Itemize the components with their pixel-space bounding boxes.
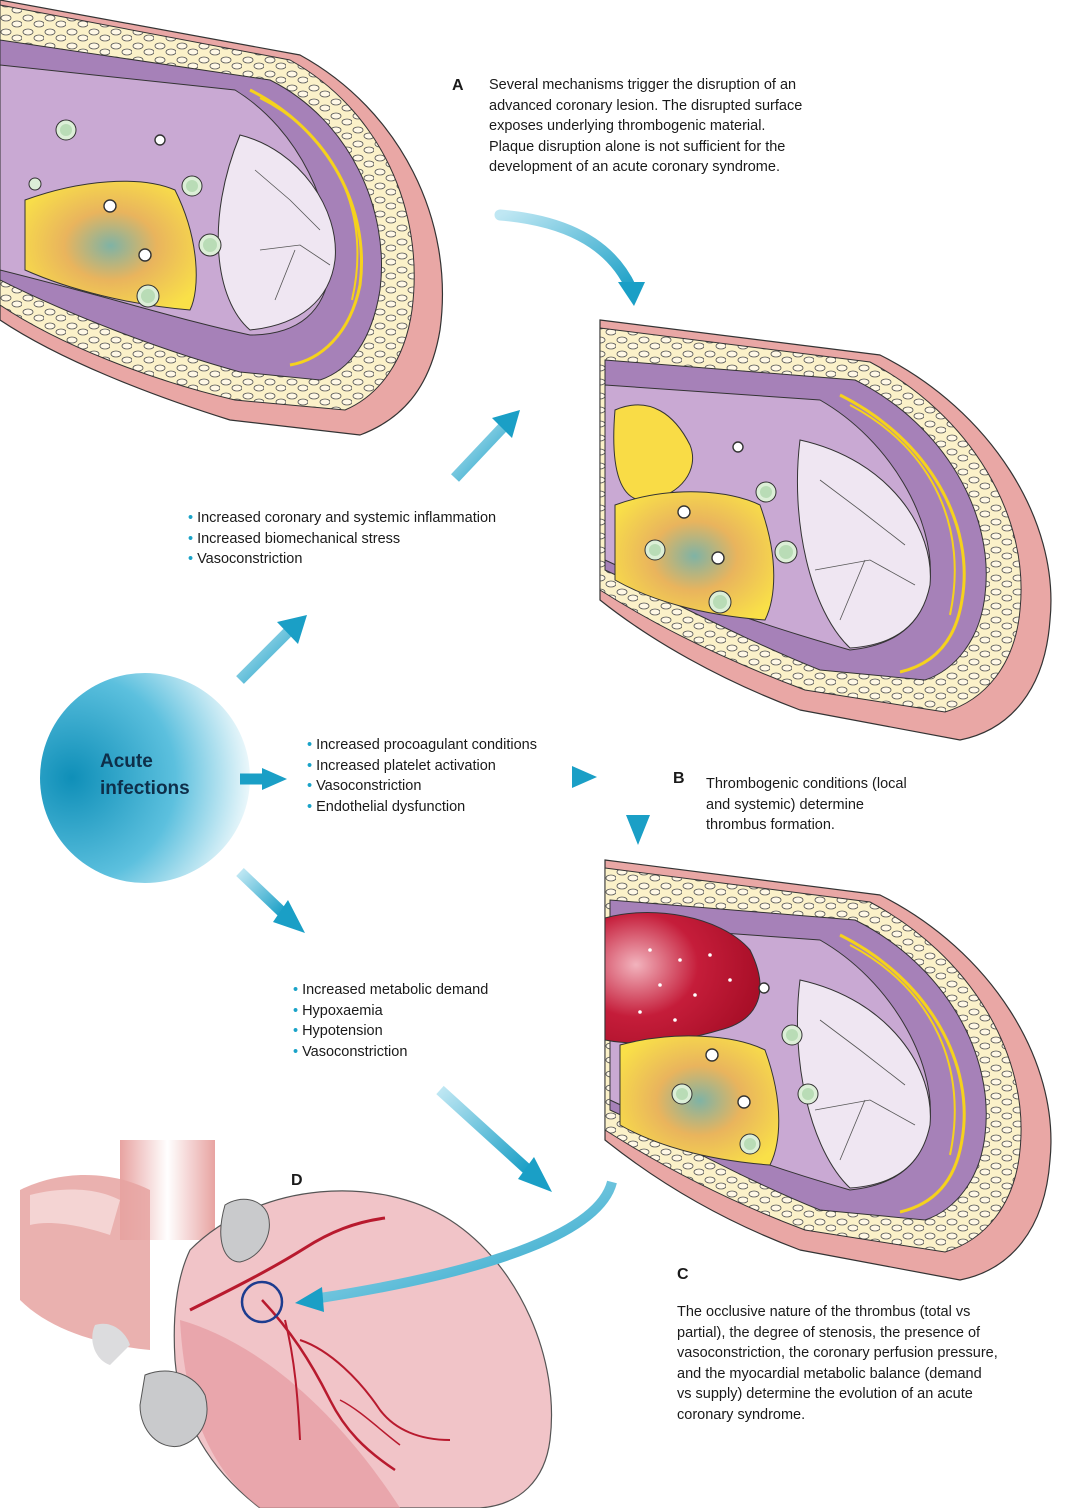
- panel-b-letter: B: [673, 770, 685, 788]
- panel-c-letter: C: [677, 1266, 689, 1284]
- mechanism-item: Hypoxaemia: [293, 1001, 488, 1022]
- mechanism-item: Increased platelet activation: [307, 756, 537, 777]
- mechanism-item: Increased metabolic demand: [293, 980, 488, 1001]
- panel-d-letter: D: [291, 1172, 303, 1190]
- coagulation-mechanisms-list: Increased procoagulant conditions Increa…: [307, 735, 537, 817]
- panel-a-caption: Several mechanisms trigger the disruptio…: [489, 75, 814, 178]
- mechanism-item: Vasoconstriction: [188, 549, 496, 570]
- vessel-b-illustration: [600, 320, 1051, 740]
- inflammation-mechanisms-list: Increased coronary and systemic inflamma…: [188, 508, 496, 570]
- acute-infections-label: Acute infections: [100, 748, 190, 802]
- mechanism-item: Vasoconstriction: [307, 776, 537, 797]
- acute-infections-line2: infections: [100, 775, 190, 802]
- mechanism-item: Increased procoagulant conditions: [307, 735, 537, 756]
- mechanism-item: Vasoconstriction: [293, 1042, 488, 1063]
- heart-illustration: [20, 1140, 552, 1508]
- mechanism-item: Endothelial dysfunction: [307, 797, 537, 818]
- panel-c-caption: The occlusive nature of the thrombus (to…: [677, 1302, 1000, 1425]
- mechanism-item: Hypotension: [293, 1021, 488, 1042]
- mechanism-item: Increased coronary and systemic inflamma…: [188, 508, 496, 529]
- mechanism-item: Increased biomechanical stress: [188, 529, 496, 550]
- panel-b-caption: Thrombogenic conditions (local and syste…: [706, 774, 921, 836]
- metabolic-mechanisms-list: Increased metabolic demand Hypoxaemia Hy…: [293, 980, 488, 1062]
- panel-a-letter: A: [452, 77, 464, 95]
- vessel-c-illustration: [605, 860, 1051, 1280]
- vessel-a-illustration: [0, 0, 442, 435]
- acute-infections-line1: Acute: [100, 748, 190, 775]
